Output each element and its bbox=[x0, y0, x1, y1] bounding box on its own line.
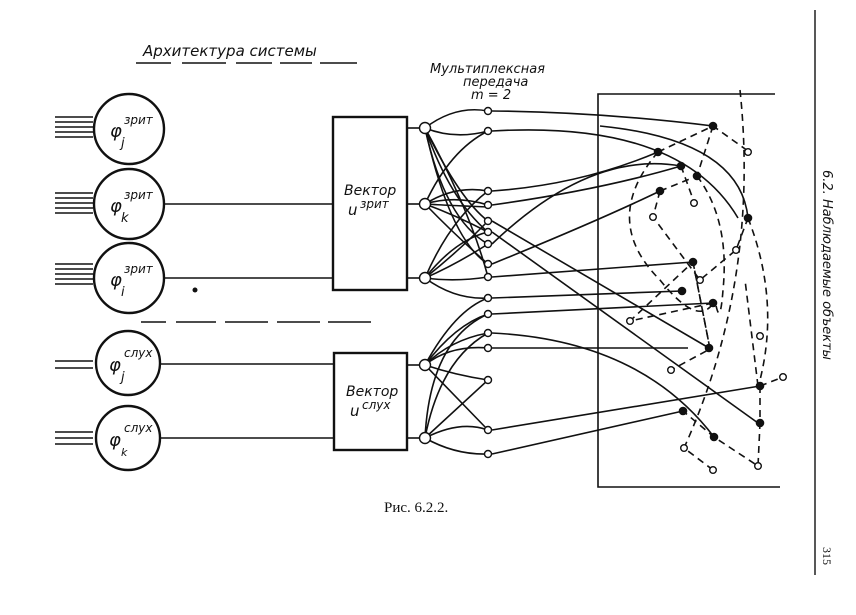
svg-text:u: u bbox=[348, 201, 358, 219]
svg-text:слух: слух bbox=[124, 346, 153, 360]
module-visual-i: φ зрит i bbox=[92, 241, 166, 315]
svg-text:зрит: зрит bbox=[360, 197, 390, 211]
svg-text:k: k bbox=[121, 211, 129, 226]
svg-text:зрит: зрит bbox=[124, 113, 154, 127]
svg-text:φ: φ bbox=[109, 430, 121, 451]
network-dashed-edges bbox=[627, 89, 784, 471]
multiplex-param: m = 2 bbox=[471, 88, 511, 103]
svg-text:слух: слух bbox=[362, 398, 391, 412]
module-visual-j: φ зрит j bbox=[92, 92, 166, 166]
vector-emitter-nodes bbox=[418, 121, 432, 445]
figure-caption: Рис. 6.2.2. bbox=[384, 500, 448, 516]
vector-auditory-box: Вектор u слух bbox=[332, 351, 409, 452]
network-connections bbox=[491, 110, 761, 455]
svg-text:φ: φ bbox=[110, 270, 122, 291]
svg-text:Вектор: Вектор bbox=[344, 183, 396, 199]
multiplex-connections bbox=[424, 108, 489, 455]
svg-text:u: u bbox=[350, 402, 360, 420]
multiplex-label-line2: передача bbox=[463, 75, 528, 90]
svg-text:φ: φ bbox=[110, 121, 122, 142]
multiplex-label-line1: Мультиплексная bbox=[430, 62, 545, 77]
network-frame bbox=[597, 93, 780, 488]
module-auditory-j: φ слух j bbox=[94, 329, 162, 397]
diagram-title: Архитектура системы bbox=[142, 42, 317, 60]
module-auditory-k: φ слух k bbox=[94, 404, 162, 472]
network-open-nodes bbox=[626, 147, 788, 475]
svg-text:зрит: зрит bbox=[124, 262, 154, 276]
module-visual-k: φ зрит k bbox=[92, 167, 166, 241]
vector-outputs bbox=[407, 127, 420, 439]
running-head: 6.2. Наблюдаемые объекты bbox=[819, 170, 834, 360]
svg-text:i: i bbox=[121, 285, 125, 300]
page-number: 315 bbox=[820, 547, 834, 565]
svg-text:j: j bbox=[119, 136, 125, 151]
multiplex-relay-nodes bbox=[483, 106, 493, 459]
svg-text:k: k bbox=[121, 446, 128, 459]
network-filled-nodes bbox=[653, 121, 765, 442]
vector-visual-box: Вектор u зрит bbox=[331, 115, 409, 292]
svg-text:зрит: зрит bbox=[124, 188, 154, 202]
svg-text:Вектор: Вектор bbox=[346, 384, 398, 400]
svg-text:φ: φ bbox=[109, 355, 121, 376]
stray-dot bbox=[192, 287, 198, 293]
module-vector-links bbox=[160, 203, 334, 439]
module-inputs bbox=[55, 116, 93, 445]
svg-text:слух: слух bbox=[124, 421, 153, 435]
svg-text:j: j bbox=[119, 370, 125, 385]
svg-text:φ: φ bbox=[110, 196, 122, 217]
